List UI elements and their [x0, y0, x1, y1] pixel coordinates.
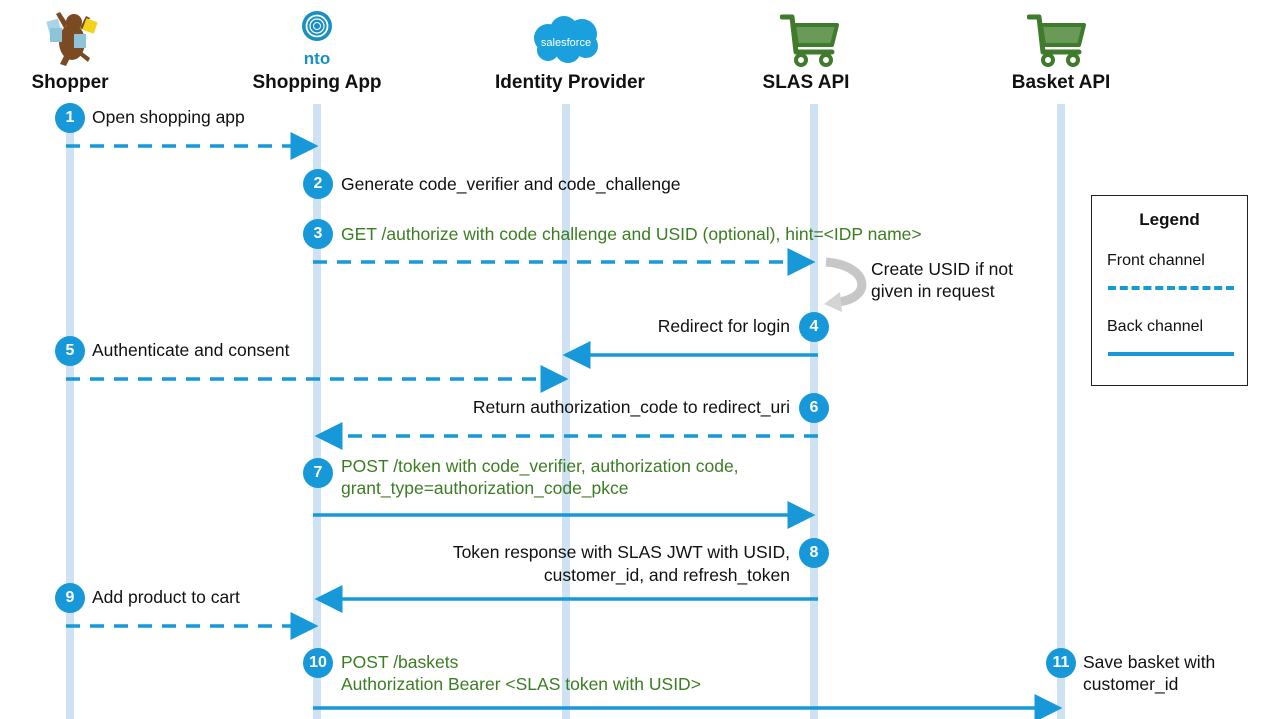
nto-logo-icon: nto	[302, 11, 332, 68]
step-text-5: Authenticate and consent	[92, 340, 290, 360]
step-text-11-line2: customer_id	[1083, 674, 1179, 694]
step-badge-10: 10	[303, 648, 333, 678]
step-text-9: Add product to cart	[92, 587, 240, 607]
step-text-10-line2: Authorization Bearer <SLAS token with US…	[341, 674, 701, 694]
legend-title: Legend	[1139, 210, 1200, 229]
step-badge-3: 3	[303, 219, 333, 249]
legend-line-front-channel	[1108, 286, 1234, 290]
actor-label-shopping-app: Shopping App	[252, 72, 382, 93]
actor-label-shopper: Shopper	[31, 72, 109, 93]
step-badge-4: 4	[799, 312, 829, 342]
lifeline-basket-api	[1057, 104, 1065, 719]
step-badge-2: 2	[303, 169, 333, 199]
actor-label-slas-api: SLAS API	[762, 72, 850, 93]
legend-label-back-channel: Back channel	[1107, 318, 1204, 335]
step-badge-5: 5	[55, 336, 85, 366]
self-note-text-line1: Create USID if not	[871, 259, 1013, 279]
shopping-cart-icon	[1027, 14, 1086, 67]
step-badge-9: 9	[55, 583, 85, 613]
step-text-8-line1: Token response with SLAS JWT with USID,	[452, 542, 790, 562]
step-badge-8: 8	[799, 538, 829, 568]
shopping-cart-icon	[780, 14, 839, 67]
actor-label-identity-provider: Identity Provider	[495, 72, 645, 93]
curved-return-arrow-icon	[825, 257, 867, 307]
step-text-10-line1: POST /baskets	[341, 652, 459, 672]
step-text-3: GET /authorize with code challenge and U…	[341, 224, 922, 244]
step-badge-6: 6	[799, 393, 829, 423]
step-text-1: Open shopping app	[92, 107, 245, 127]
step-badge-1: 1	[55, 103, 85, 133]
bear-shopper-icon	[46, 12, 98, 66]
actor-label-basket-api: Basket API	[1011, 72, 1111, 93]
curved-return-arrow-head	[824, 292, 842, 312]
step-badge-7: 7	[303, 458, 333, 488]
lifeline-identity-provider	[562, 104, 570, 719]
legend-box: Legend Front channel Back channel	[1091, 195, 1248, 386]
salesforce-cloud-icon: salesforce	[534, 16, 598, 63]
step-text-8-line2: customer_id, and refresh_token	[543, 565, 790, 585]
step-text-7-line1: POST /token with code_verifier, authoriz…	[341, 456, 739, 476]
step-text-11-line1: Save basket with	[1083, 652, 1216, 672]
nto-logo-text: nto	[304, 49, 330, 68]
step-text-4: Redirect for login	[657, 316, 790, 336]
legend-label-front-channel: Front channel	[1107, 252, 1205, 269]
step-text-7-line2: grant_type=authorization_code_pkce	[341, 478, 629, 498]
lifeline-shopper	[66, 104, 74, 719]
salesforce-logo-text: salesforce	[541, 37, 591, 49]
step-badge-11: 11	[1046, 648, 1076, 678]
legend-line-back-channel	[1108, 352, 1234, 356]
step-text-2: Generate code_verifier and code_challeng…	[341, 174, 681, 194]
step-text-6: Return authorization_code to redirect_ur…	[472, 397, 790, 417]
self-note-text-line2: given in request	[871, 281, 995, 301]
lifeline-shopping-app	[313, 104, 321, 719]
